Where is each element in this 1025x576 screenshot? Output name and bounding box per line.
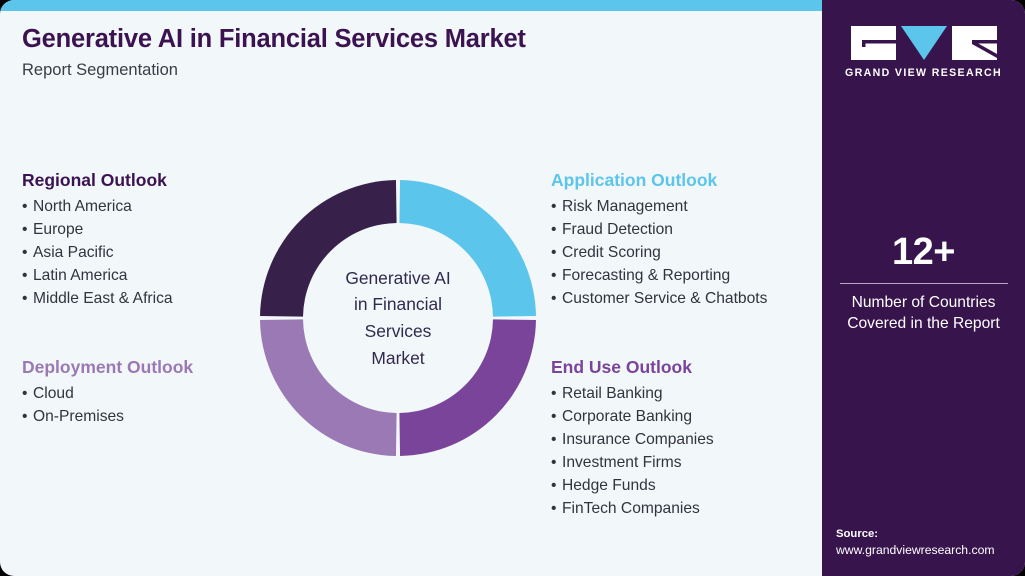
stat-block: 12+ Number of Countries Covered in the R… xyxy=(822,233,1025,334)
list-item: Asia Pacific xyxy=(22,241,173,264)
donut-segment-regional xyxy=(260,180,397,317)
list-item: Fraud Detection xyxy=(551,218,767,241)
title-block: Generative AI in Financial Services Mark… xyxy=(22,25,526,79)
list-item: Forecasting & Reporting xyxy=(551,264,767,287)
page-title: Generative AI in Financial Services Mark… xyxy=(22,25,526,53)
stat-caption-line: Covered in the Report xyxy=(847,314,1000,332)
source-block: Source: www.grandviewresearch.com xyxy=(836,526,1025,560)
donut-chart-svg xyxy=(260,180,536,456)
list-item: Retail Banking xyxy=(551,382,714,405)
list-item: FinTech Companies xyxy=(551,497,714,520)
outlook-block-end-use: End Use Outlook Retail Banking Corporate… xyxy=(551,357,714,520)
brand-logo: GRAND VIEW RESEARCH xyxy=(822,26,1025,79)
stat-caption-line: Number of Countries xyxy=(851,294,996,311)
donut-segment-deployment xyxy=(260,319,397,456)
list-item: Latin America xyxy=(22,264,173,287)
outlook-list-regional: North America Europe Asia Pacific Latin … xyxy=(22,195,173,310)
list-item: Europe xyxy=(22,218,173,241)
page-subtitle: Report Segmentation xyxy=(22,61,178,80)
list-item: On-Premises xyxy=(22,405,193,428)
list-item: Hedge Funds xyxy=(551,474,714,497)
stat-caption: Number of Countries Covered in the Repor… xyxy=(822,293,1025,334)
outlook-list-end-use: Retail Banking Corporate Banking Insuran… xyxy=(551,382,714,520)
donut-chart: Generative AI in Financial Services Mark… xyxy=(258,169,538,467)
list-item: North America xyxy=(22,195,173,218)
outlook-block-regional: Regional Outlook North America Europe As… xyxy=(22,170,173,310)
list-item: Corporate Banking xyxy=(551,405,714,428)
list-item: Investment Firms xyxy=(551,451,714,474)
logo-wordmark: GRAND VIEW RESEARCH xyxy=(845,67,1002,79)
list-item: Credit Scoring xyxy=(551,241,767,264)
outlook-heading-application: Application Outlook xyxy=(551,170,718,190)
stat-value: 12+ xyxy=(892,231,955,273)
logo-r-icon xyxy=(951,26,997,60)
source-url[interactable]: www.grandviewresearch.com xyxy=(836,543,995,558)
outlook-heading-end-use: End Use Outlook xyxy=(551,357,692,377)
donut-segment-application xyxy=(399,180,536,317)
logo-marks xyxy=(822,26,1025,60)
list-item: Cloud xyxy=(22,382,193,405)
outlook-list-deployment: Cloud On-Premises xyxy=(22,382,193,428)
main-content-area: Generative AI in Financial Services Mark… xyxy=(0,11,822,576)
logo-v-triangle-icon xyxy=(900,26,947,60)
list-item: Customer Service & Chatbots xyxy=(551,287,767,310)
top-accent-bar xyxy=(0,0,822,11)
outlook-heading-regional: Regional Outlook xyxy=(22,170,167,190)
outlook-block-application: Application Outlook Risk Management Frau… xyxy=(551,170,767,310)
outlook-list-application: Risk Management Fraud Detection Credit S… xyxy=(551,195,767,310)
brand-panel: GRAND VIEW RESEARCH 12+ Number of Countr… xyxy=(822,0,1025,576)
stat-divider xyxy=(839,283,1008,284)
list-item: Risk Management xyxy=(551,195,767,218)
logo-g-icon xyxy=(850,26,896,60)
donut-segment-end-use xyxy=(399,319,536,456)
list-item: Insurance Companies xyxy=(551,428,714,451)
outlook-block-deployment: Deployment Outlook Cloud On-Premises xyxy=(22,357,193,428)
source-label: Source: xyxy=(836,527,879,540)
list-item: Middle East & Africa xyxy=(22,287,173,310)
outlook-heading-deployment: Deployment Outlook xyxy=(22,357,194,377)
